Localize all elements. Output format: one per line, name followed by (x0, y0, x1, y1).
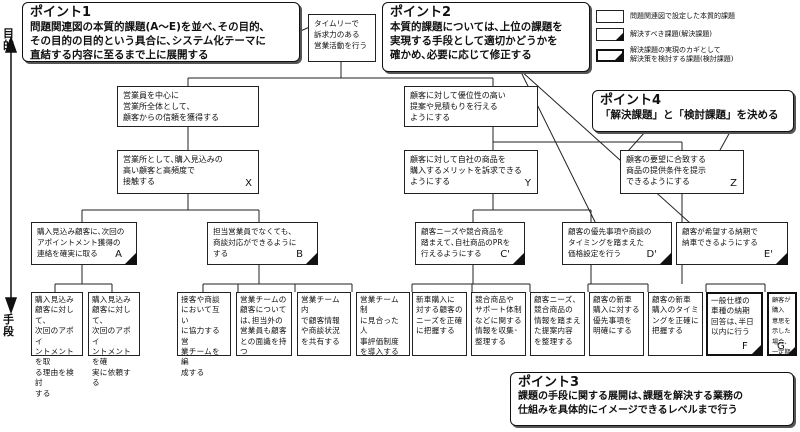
node-b: 担当営業員でなくても､ 商談対応ができるように する B (207, 222, 318, 265)
callout-body: 課題の手段に関する展開は､課題を解決する業務の 仕組みを具体的にイメージできるレ… (518, 391, 743, 416)
node-x: 営業所として､購入見込みの 高い顧客と高頻度で 接触する X (117, 150, 259, 194)
node-z-text: 顧客の要望に合致する 商品の提供条件を提示 できるようにする (626, 155, 706, 186)
callout-title: ポイント2 (390, 5, 452, 20)
leaf-f-label: F (742, 340, 748, 352)
node-c-label: C' (500, 249, 510, 260)
node-z: 顧客の要望に合致する 商品の提供条件を提示 できるようにする Z (620, 150, 744, 194)
leaf-item: 購入見込み 顧客に対して､ 次回のアポイ ントメントを確 実に依頼する (88, 292, 140, 387)
leaf-f-text: 一般仕様の 車種の納期 回答は､半日 以内に行う (711, 296, 754, 337)
solution-marker-icon (124, 252, 137, 265)
leaf-item: 接客や商談 において互い に協力する営 業チームを編 成する (177, 292, 231, 377)
node-b-text: 担当営業員でなくても､ 商談対応ができるように する (213, 227, 297, 258)
node-a-text: 購入見込み顧客に､次回の アポイントメント獲得の 連絡を確実に取る (37, 227, 125, 258)
leaf-item: 営業チームの 顧客について は､担当外の 営業員も顧客 との面識を持 つ (236, 292, 292, 356)
node-z-label: Z (730, 178, 737, 189)
leaf-item-g: 顧客が購入 意思を示した 場合､一定期 間､確保可能 にする G (767, 292, 797, 356)
node-e-text: 顧客が希望する納期で 納車できるようにする (682, 227, 758, 247)
node-y-text: 顧客に対して自社の商品を 購入するメリットを訴求できる ようにする (410, 155, 522, 186)
leaf-item: 購入見込み 顧客に対して､ 次回のアポイ ントメントを取 る理由を検討 する (31, 292, 83, 398)
callout-title: ポイント3 (518, 375, 580, 390)
node-y: 顧客に対して自社の商品を 購入するメリットを訴求できる ようにする Y (404, 150, 538, 194)
legend-swatch-plain (596, 10, 624, 23)
node-x-label: X (245, 178, 252, 189)
leaf-item: 新車購入に 対する顧客の ニーズを正確 に把握する (412, 292, 467, 356)
legend-swatch-corner (596, 28, 624, 41)
node-e-label: E' (763, 249, 773, 260)
node-c-text: 顧客ニーズや競合商品を 踏まえて､自社商品のPRを 行えるようにする (421, 227, 511, 258)
leaf-item: 顧客ニーズ､ 競合商品の 情報を踏まえ た提案内容 を整理する (530, 292, 585, 356)
legend-label: 解決課題の実現のカギとして 解決策を検討する課題(検討課題) (630, 46, 734, 63)
solution-marker-icon (512, 252, 525, 265)
solution-marker-icon (305, 252, 318, 265)
solution-marker-icon (659, 252, 672, 265)
node-d-label: D' (646, 249, 657, 260)
leaf-item: 営業チーム制 に見合った人 事評価制度 を導入する (356, 292, 410, 356)
node-d: 顧客の優先事項や商談の タイミングを踏まえた 価格設定を行う D' (562, 222, 672, 265)
node-root: タイムリーで 訴求力のある 営業活動を行う (308, 14, 376, 62)
callout-point2: ポイント2 本質的課題については､上位の課題を 実現する手段として適切かどうかを… (382, 2, 590, 72)
legend-item-essential: 問題関連図で設定した本質的課題 (596, 10, 735, 23)
callout-title: ポイント1 (30, 5, 92, 20)
node-a-label: A (115, 249, 122, 260)
leaf-g-text: 顧客が購入 意思を示した 場合､一定期 間､確保可能 にする (772, 297, 791, 356)
callout-title: ポイント4 (600, 93, 662, 108)
leaf-item: 顧客の新車 購入に対する 優先事項を 明確にする (589, 292, 644, 356)
leaf-item: 競合商品や サポート体制 などに関する 情報を収集･ 整理する (471, 292, 526, 356)
legend-swatch-thick (596, 48, 624, 62)
callout-point3: ポイント3 課題の手段に関する展開は､課題を解決する業務の 仕組みを具体的にイメ… (510, 372, 794, 426)
callout-body: 本質的課題については､上位の課題を 実現する手段として適切かどうかを 確かめ､必… (390, 21, 563, 61)
node-d-text: 顧客の優先事項や商談の タイミングを踏まえた 価格設定を行う (568, 227, 652, 258)
callout-body: 「解決課題」と「検討課題」を決める (600, 109, 779, 121)
node-level1-proposal: 顧客に対して優位性の高い 提案や見積もりを行える ようにする (404, 86, 538, 127)
node-c: 顧客ニーズや競合商品を 踏まえて､自社商品のPRを 行えるようにする C' (415, 222, 525, 265)
review-marker-icon (787, 346, 795, 354)
review-marker-icon (751, 344, 762, 355)
solution-marker-icon (775, 252, 788, 265)
axis-top-label: 目的 (3, 27, 14, 52)
leaf-item: 顧客の新車 購入のタイミ ングを正確に 把握する (648, 292, 703, 356)
node-level1-trust: 営業員を中心に 営業所全体として､ 顧客からの信頼を獲得する (117, 86, 259, 127)
callout-body: 問題関連図の本質的課題(A～E)を並べ､その目的､ その目的の目的という具合に､… (30, 21, 266, 61)
callout-point1: ポイント1 問題関連図の本質的課題(A～E)を並べ､その目的､ その目的の目的と… (22, 2, 300, 62)
node-b-label: B (296, 249, 303, 260)
legend-item-review: 解決課題の実現のカギとして 解決策を検討する課題(検討課題) (596, 46, 733, 64)
leaf-item-f: 一般仕様の 車種の納期 回答は､半日 以内に行う F (706, 292, 763, 356)
callout-point4: ポイント4 「解決課題」と「検討課題」を決める (592, 90, 794, 132)
legend-label: 問題関連図で設定した本質的課題 (630, 12, 735, 20)
legend-label: 解決すべき課題(解決課題) (630, 30, 712, 38)
node-x-text: 営業所として､購入見込みの 高い顧客と高頻度で 接触する (123, 155, 223, 186)
node-y-label: Y (524, 178, 531, 189)
node-e: 顧客が希望する納期で 納車できるようにする E' (676, 222, 788, 265)
node-a: 購入見込み顧客に､次回の アポイントメント獲得の 連絡を確実に取る A (31, 222, 137, 265)
axis-bottom-label: 手段 (3, 313, 14, 338)
leaf-item: 営業チーム内 で顧客情報 や商談状況 を共有する (297, 292, 351, 356)
leaf-g-label: G (777, 340, 785, 352)
legend-item-solution: 解決すべき課題(解決課題) (596, 28, 712, 41)
